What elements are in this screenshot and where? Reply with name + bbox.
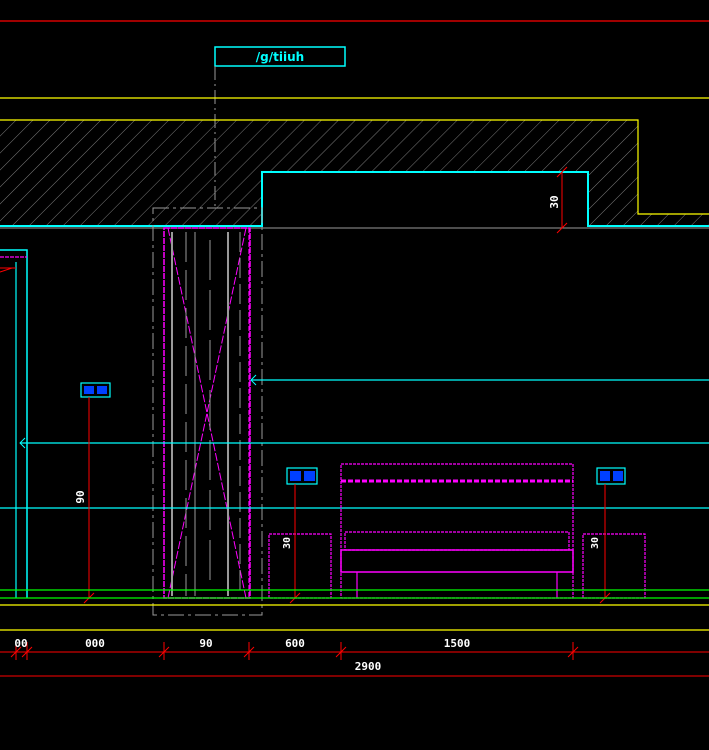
wall-lamp-right: [596, 467, 626, 604]
total-dim-label: 2900: [355, 660, 382, 673]
title-label: /g/tiiuh: [256, 50, 304, 64]
sofa: [340, 463, 574, 599]
height-dim-label-2: 90: [74, 490, 87, 503]
height-dim-label-1: 30: [548, 195, 561, 208]
reference-line-middle: [19, 437, 709, 449]
wall-lamp-middle: [286, 467, 318, 604]
bottom-dim-label-5: 1500: [444, 637, 471, 650]
tag-label-left: 30: [282, 537, 293, 549]
bottom-dim-label-3: 90: [199, 637, 212, 650]
column-outline: [152, 207, 263, 616]
tag-label-right: 30: [590, 537, 601, 549]
title-tag: /g/tiiuh: [214, 46, 346, 67]
bottom-dim-label-1: 00: [14, 637, 27, 650]
bottom-dim-label-4: 600: [285, 637, 305, 650]
dimension-soffit-height: 30: [548, 166, 568, 234]
column-panel: [163, 227, 251, 599]
soffit-outline: [0, 171, 709, 227]
side-table-left: 30: [268, 533, 332, 599]
side-table-right: 30: [582, 533, 646, 599]
bottom-dim-label-2: 000: [85, 637, 105, 650]
dimension-chain: [0, 642, 709, 660]
reference-line-upper: [250, 374, 709, 386]
left-door-frame: [0, 249, 28, 598]
ceiling-slab: [0, 119, 709, 226]
wall-lamp-left: 90: [74, 382, 111, 604]
